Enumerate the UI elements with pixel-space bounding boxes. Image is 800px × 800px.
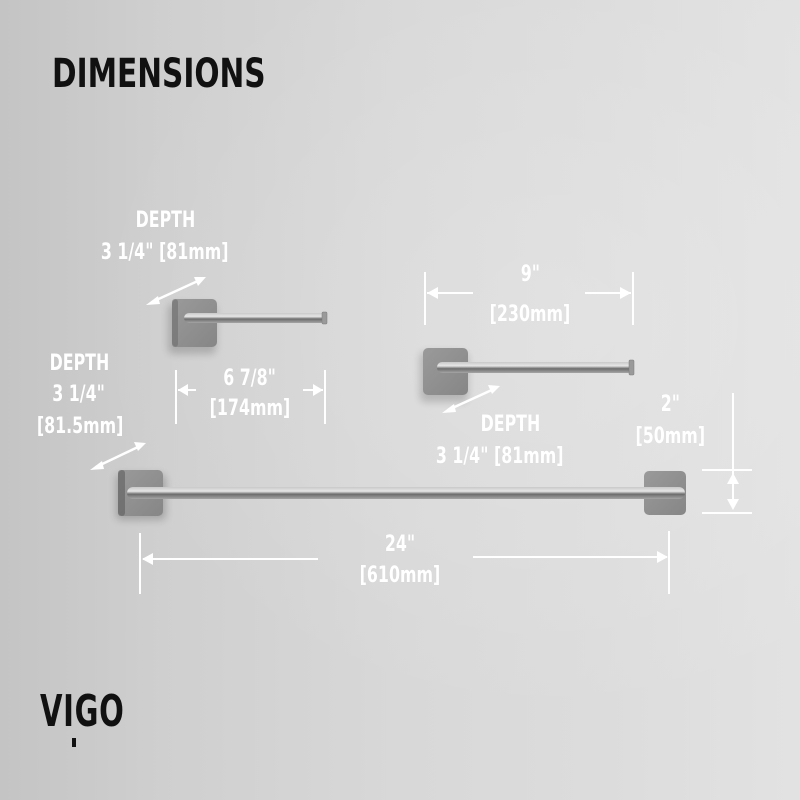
hand-towel-width-in: 9" <box>520 262 540 287</box>
dimension-2 <box>702 393 752 514</box>
dimension-24 <box>139 531 670 594</box>
logo-dot-mark <box>72 738 76 747</box>
tp-holder-width-mm: [174mm] <box>209 396 291 421</box>
depth-arrows <box>90 277 500 470</box>
hand-towel-bar-drawing <box>420 348 635 402</box>
towel-bar-width-in: 24" <box>384 532 416 557</box>
towel-bar-depth-label: DEPTH <box>49 351 109 376</box>
towel-bar-drawing <box>116 470 686 520</box>
towel-bar-height-mm: [50mm] <box>635 424 705 449</box>
hand-towel-depth-value: 3 1/4" [81mm] <box>436 444 564 469</box>
towel-bar-height-in: 2" <box>660 392 680 417</box>
vigo-logo: VIGO <box>40 686 125 737</box>
towel-bar-width-mm: [610mm] <box>359 563 441 588</box>
tp-holder-width-in: 6 7/8" <box>223 366 277 391</box>
toilet-paper-holder-drawing <box>168 299 328 354</box>
tp-holder-depth-label: DEPTH <box>135 208 195 233</box>
page-title: DIMENSIONS <box>52 51 266 97</box>
towel-bar-depth-line2: [81.5mm] <box>36 414 124 439</box>
hand-towel-depth-label: DEPTH <box>480 412 540 437</box>
hand-towel-width-mm: [230mm] <box>489 302 571 327</box>
dimension-9 <box>424 272 634 325</box>
towel-bar-depth-line1: 3 1/4" <box>52 382 106 407</box>
tp-holder-depth-value: 3 1/4" [81mm] <box>101 240 229 265</box>
dimension-6-7-8 <box>175 370 326 424</box>
